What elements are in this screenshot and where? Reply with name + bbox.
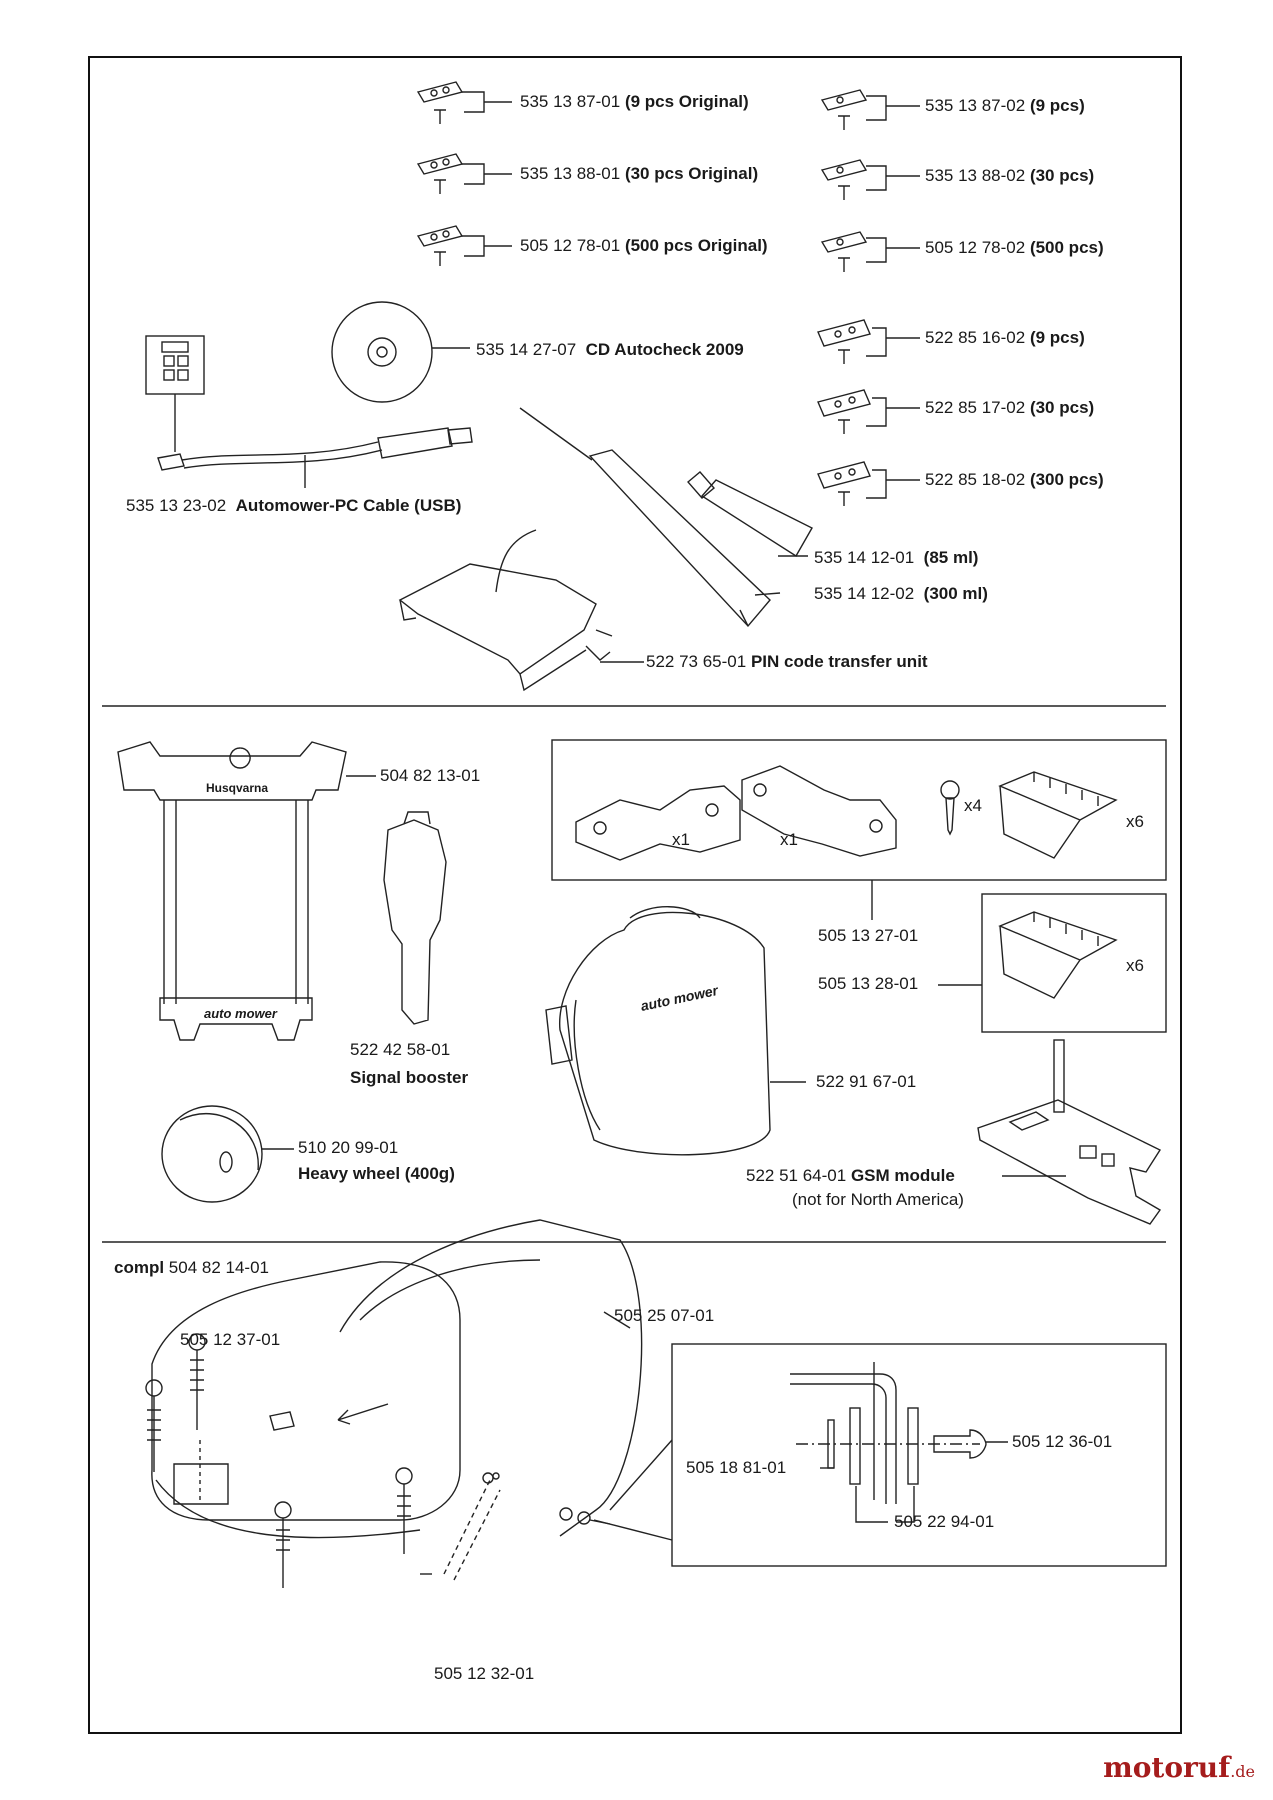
carry-bag-icon: [545, 906, 771, 1156]
label-blade-rect-30: 522 85 17-02 (30 pcs): [925, 398, 1095, 417]
brush-icon-kit: [998, 771, 1118, 859]
screw-middle-icon: [274, 1501, 292, 1588]
blade-icon-original-9: [416, 81, 464, 124]
usb-cable-icon: [145, 335, 473, 488]
label-usb-cable: 535 13 23-02 Automower-PC Cable (USB): [126, 496, 462, 515]
blade-icon-9: [820, 89, 868, 130]
screw-right-icon: [395, 1467, 413, 1554]
screw-left-icon: [145, 1379, 163, 1472]
frame-brand-text: Husqvarna: [206, 781, 269, 795]
label-grease-small: 535 14 12-01 (85 ml): [814, 548, 979, 567]
wall-bracket-left-icon: [575, 785, 741, 861]
blade-icon-rect-300: [817, 461, 871, 506]
washer-icons: [482, 1472, 611, 1525]
brushes-box: [981, 893, 1167, 1033]
watermark: motoruf.de: [1103, 1751, 1255, 1784]
label-blade-original-30: 535 13 88-01 (30 pcs Original): [520, 164, 759, 183]
charging-station-cover-icon: [151, 1219, 643, 1539]
label-washer: 505 22 94-01: [894, 1512, 995, 1531]
label-clip: 505 18 81-01: [686, 1458, 787, 1477]
detail-rail-icon: [790, 1362, 987, 1504]
label-brushes: 505 13 28-01: [818, 974, 919, 993]
label-installation-kit: 505 13 27-01: [818, 926, 919, 945]
cd-icon: [331, 301, 433, 403]
label-pin-transfer-unit: 522 73 65-01 PIN code transfer unit: [646, 652, 928, 671]
label-heavy-wheel-desc: Heavy wheel (400g): [298, 1164, 455, 1183]
blade-icon-rect-9: [817, 319, 871, 364]
label-compl: compl 504 82 14-01: [114, 1258, 269, 1277]
label-signal-booster-part: 522 42 58-01: [350, 1040, 451, 1059]
drawing-frame: [88, 56, 1182, 1734]
label-cd: 535 14 27-07 CD Autocheck 2009: [476, 340, 744, 359]
qty-bracket-right: x1: [780, 830, 798, 849]
label-blade-9: 535 13 87-02 (9 pcs): [925, 96, 1085, 115]
brush-icon: [998, 911, 1118, 999]
qty-bracket-left: x1: [672, 830, 690, 849]
label-blade-original-9: 535 13 87-01 (9 pcs Original): [520, 92, 749, 111]
label-charging-frame: 504 82 13-01: [380, 766, 481, 785]
wall-bracket-right-icon: [741, 765, 897, 857]
gsm-module-icon: [977, 1039, 1162, 1225]
qty-brushes-kit: x6: [1126, 812, 1144, 831]
grease-tube-large-icon: [519, 407, 781, 628]
label-heavy-wheel-part: 510 20 99-01: [298, 1138, 399, 1157]
charging-frame-icon: [117, 741, 347, 1041]
detail-box: [671, 1343, 1167, 1567]
qty-screws: x4: [964, 796, 982, 815]
screw-top-icon: [188, 1333, 206, 1500]
label-blade-original-500: 505 12 78-01 (500 pcs Original): [520, 236, 768, 255]
label-gsm-note: (not for North America): [792, 1190, 964, 1209]
blade-icon-original-30: [416, 153, 464, 194]
screw-icon: [940, 780, 960, 836]
label-blade-30: 535 13 88-02 (30 pcs): [925, 166, 1095, 185]
label-blade-rect-300: 522 85 18-02 (300 pcs): [925, 470, 1104, 489]
label-pin: 505 12 36-01: [1012, 1432, 1113, 1451]
signal-booster-icon: [383, 811, 447, 1025]
label-blade-500: 505 12 78-02 (500 pcs): [925, 238, 1104, 257]
label-screw-top: 505 12 37-01: [180, 1330, 281, 1349]
label-signal-booster-desc: Signal booster: [350, 1068, 469, 1087]
label-gsm-module: 522 51 64-01 GSM module: [746, 1166, 955, 1185]
blade-icon-rect-30: [817, 389, 871, 434]
installation-kit-box: [551, 739, 1167, 881]
grease-tube-small-icon: [687, 471, 813, 557]
label-grease-large: 535 14 12-02 (300 ml): [814, 584, 988, 603]
label-carry-bag: 522 91 67-01: [816, 1072, 917, 1091]
label-blade-rect-9: 522 85 16-02 (9 pcs): [925, 328, 1085, 347]
arrow-icon: [337, 1403, 389, 1425]
blade-icon-500: [820, 231, 868, 272]
pin-transfer-unit-icon: [398, 529, 644, 692]
label-cover: 505 25 07-01: [614, 1306, 715, 1325]
frame-logo-text: auto mower: [204, 1006, 277, 1021]
blade-icon-30: [820, 159, 868, 200]
heavy-wheel-icon: [161, 1105, 263, 1203]
blade-icon-original-500: [416, 225, 464, 266]
qty-brushes: x6: [1126, 956, 1144, 975]
label-screw-bottom: 505 12 32-01: [434, 1664, 535, 1683]
